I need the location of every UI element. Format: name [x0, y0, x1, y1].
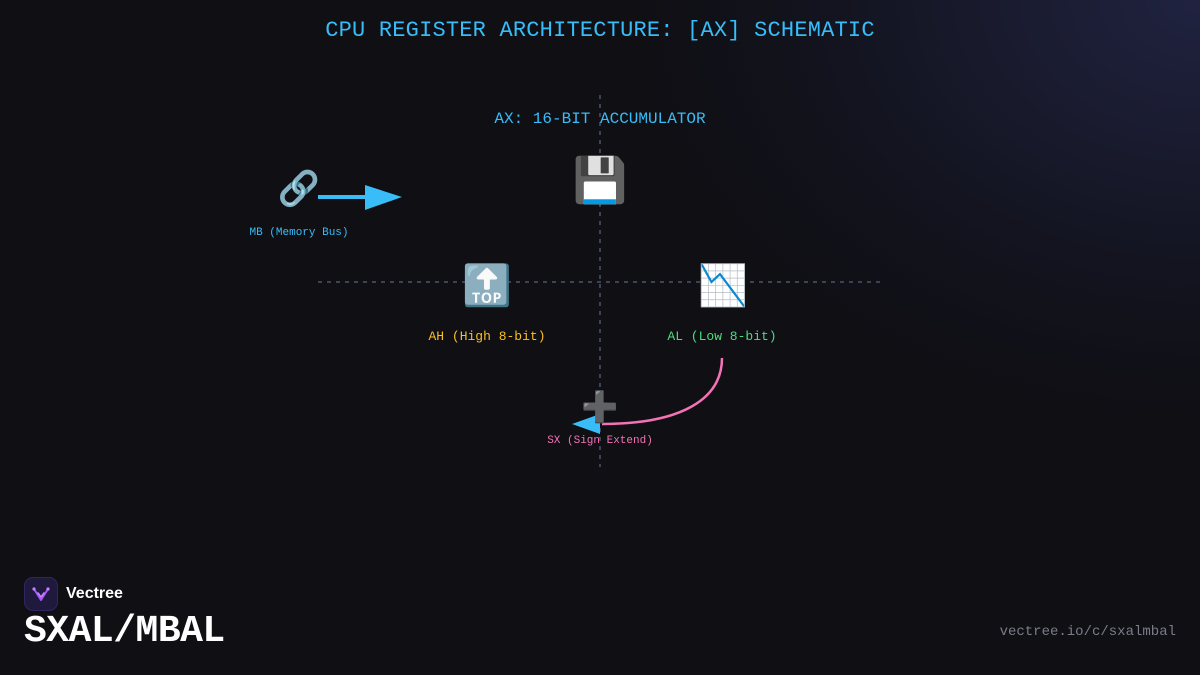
memory-bus-arrow-head	[365, 185, 402, 210]
topic-title: SXAL/MBAL	[24, 610, 225, 653]
mb-label: MB (Memory Bus)	[249, 227, 348, 239]
page-title: CPU REGISTER ARCHITECTURE: [AX] SCHEMATI…	[325, 18, 875, 43]
brand: Vectree	[24, 577, 123, 611]
sx-arrow-head	[572, 414, 600, 434]
plus-icon: ➕	[581, 390, 619, 425]
chart-decreasing-icon: 📉	[698, 263, 748, 309]
link-icon: 🔗	[277, 169, 321, 209]
al-to-sx-connector	[601, 357, 724, 426]
al-label: AL (Low 8-bit)	[667, 329, 776, 344]
ax-label: AX: 16-BIT ACCUMULATOR	[494, 110, 706, 128]
ah-label: AH (High 8-bit)	[428, 329, 545, 344]
vectree-logo-icon	[24, 577, 58, 611]
source-url[interactable]: vectree.io/c/sxalmbal	[999, 624, 1176, 640]
floppy-disk-icon: 💾	[572, 155, 628, 206]
sx-label: SX (Sign Extend)	[547, 435, 653, 447]
top-arrow-icon: 🔝	[462, 263, 512, 309]
brand-name: Vectree	[66, 585, 123, 602]
